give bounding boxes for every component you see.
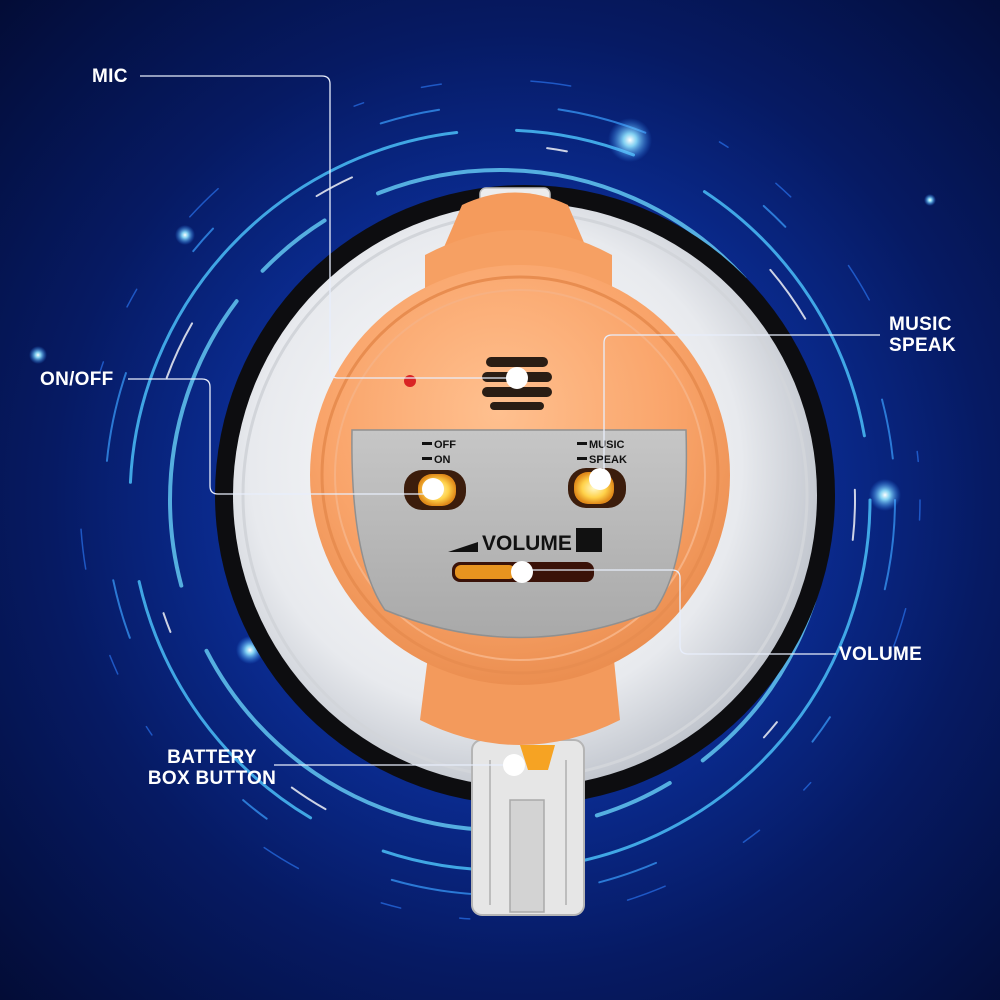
callout-music-speak: MUSIC SPEAK: [889, 314, 956, 356]
callout-box-button-text: BOX BUTTON: [147, 768, 277, 789]
callout-dots: [422, 367, 611, 776]
callout-volume: VOLUME: [839, 644, 922, 665]
handle: [471, 739, 585, 916]
callout-volume-text: VOLUME: [839, 644, 923, 665]
leader-lines: [128, 75, 880, 766]
sparkles: [29, 118, 936, 664]
switch-label-on: ON: [434, 454, 451, 466]
callout-mic: MIC: [92, 66, 128, 87]
callout-mic-text: MIC: [92, 66, 128, 87]
callout-speak-text: SPEAK: [889, 335, 956, 356]
callout-battery-box-button: BATTERY BOX BUTTON: [142, 747, 282, 789]
callout-on-off-text: ON/OFF: [40, 369, 114, 390]
callout-battery-text: BATTERY: [167, 747, 257, 768]
panel-volume-label: VOLUME: [482, 532, 572, 555]
panel-labels: OFF ON MUSIC SPEAK VOLUME: [422, 439, 627, 555]
switch-label-off: OFF: [434, 439, 456, 451]
callout-on-off: ON/OFF: [40, 369, 114, 390]
callout-music-text: MUSIC: [889, 314, 952, 335]
switch-label-music: MUSIC: [589, 439, 625, 451]
switch-label-speak: SPEAK: [589, 454, 627, 466]
